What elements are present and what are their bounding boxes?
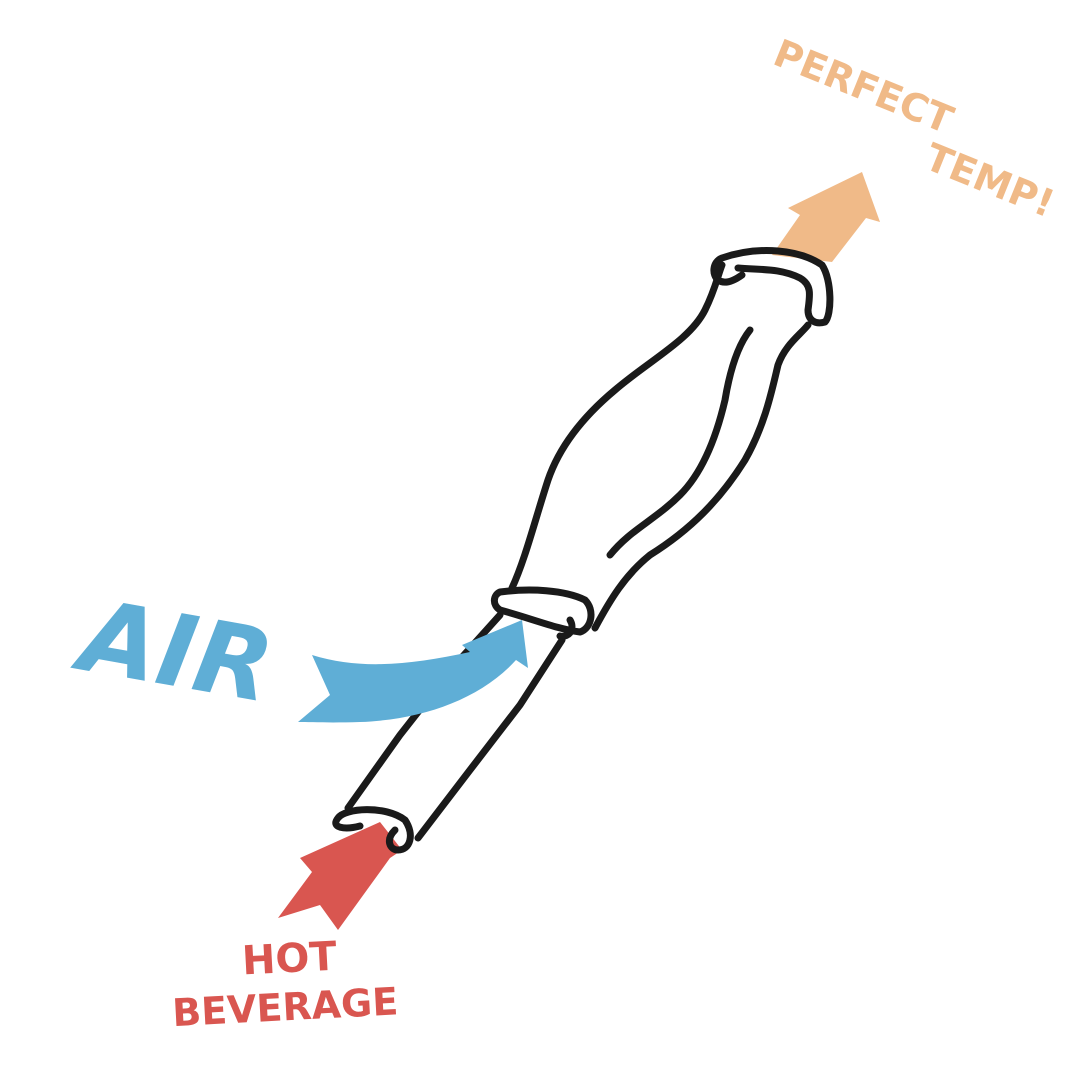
straw-outline (332, 247, 834, 854)
input-label-line1: HOT (241, 934, 339, 985)
upper-body-left-edge (508, 261, 726, 592)
upper-body-right-edge (591, 321, 812, 632)
top-cap (710, 247, 834, 327)
middle-collar (490, 586, 595, 640)
output-label-line2: TEMP! (919, 135, 1061, 226)
upper-body-inner-line (606, 326, 754, 559)
input-label-line2: BEVERAGE (171, 979, 399, 1035)
bottom-cap (332, 806, 414, 854)
input-arrow (278, 822, 402, 930)
air-arrow (298, 620, 528, 723)
output-label-line1: PERFECT (768, 31, 960, 143)
output-arrow (772, 172, 880, 262)
air-label: AIR (66, 576, 282, 726)
lower-tube-right-edge (414, 636, 566, 842)
